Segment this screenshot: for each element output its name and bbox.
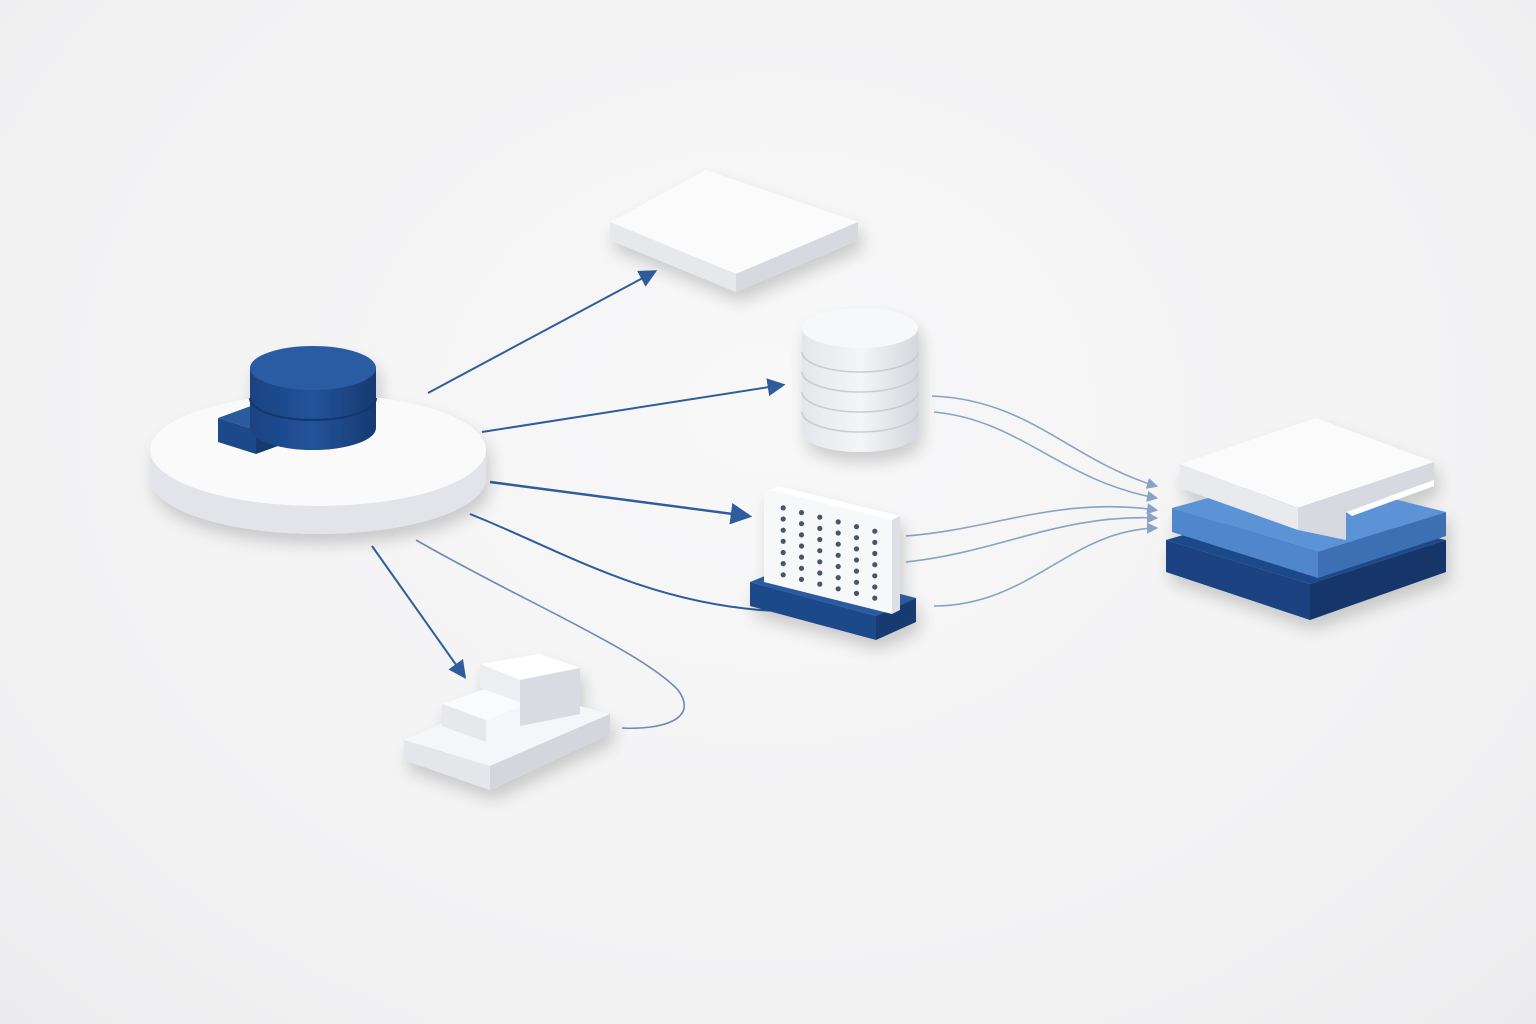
flow-filter-to-stack-1 (905, 503, 1159, 537)
perforation-dot (853, 557, 860, 563)
perforation-dot (798, 543, 805, 549)
perforation-dot (798, 554, 805, 560)
perforation-dot (872, 528, 878, 534)
database-cylinder-icon (801, 308, 919, 452)
perforation-dot (780, 549, 786, 556)
arrow-hub-to-steps (371, 545, 467, 679)
perforation-dot (872, 539, 878, 546)
perforation-dot (798, 576, 805, 583)
perforation-dot (853, 524, 860, 530)
perforation-dot (798, 532, 805, 538)
filter-perforations (780, 505, 878, 601)
perforation-dot (835, 530, 841, 536)
perforation-dot (835, 586, 841, 592)
perforation-dot (780, 516, 786, 522)
layered-stack-icon (1166, 418, 1446, 620)
perforation-dot (817, 525, 823, 532)
perforation-dot (798, 565, 805, 571)
perforation-dot (817, 548, 823, 554)
steps-block-icon (404, 654, 610, 790)
perforation-dot (817, 536, 823, 543)
curve-hub-to-steps (415, 539, 686, 730)
perforation-dot (872, 595, 878, 601)
perforation-dot (835, 519, 841, 525)
flow-filter-to-stack-3 (933, 522, 1159, 607)
stack-layer-white (1180, 418, 1434, 540)
perforation-dot (853, 590, 860, 597)
perforation-dot (853, 568, 860, 574)
perforation-dot (835, 563, 841, 570)
source-hub (150, 346, 486, 534)
curve-hub-to-filter-base (469, 513, 791, 612)
flow-disks-to-stack-2 (933, 411, 1159, 502)
edges (371, 270, 1159, 730)
perforation-dot (853, 535, 860, 541)
perforation-dot (872, 573, 878, 579)
database-on-platform-icon (249, 346, 377, 450)
perforation-dot (853, 579, 860, 585)
arrow-hub-to-panel (427, 270, 658, 394)
perforation-dot (780, 527, 786, 533)
perforation-dot (798, 509, 805, 516)
perforation-dot (835, 552, 841, 558)
square-slab-icon (610, 170, 858, 292)
perforation-dot (780, 572, 786, 578)
filter-grid-icon (750, 486, 916, 640)
perforation-dot (835, 541, 841, 547)
perforation-dot (853, 546, 860, 552)
perforation-dot (872, 562, 878, 568)
perforated-filter (750, 486, 916, 640)
perforation-dot (780, 505, 786, 511)
perforation-dot (817, 559, 823, 565)
perforation-dot (835, 575, 841, 581)
perforation-dot (872, 550, 878, 557)
flow-filter-to-stack-2 (905, 512, 1159, 563)
flat-panel (610, 170, 858, 292)
perforation-dot (780, 561, 786, 567)
flow-disks-to-stack-1 (931, 395, 1159, 489)
perforation-dot (872, 584, 878, 590)
perforation-dot (780, 538, 786, 544)
layer-stack (1166, 418, 1446, 620)
perforation-dot (798, 521, 805, 527)
step-block (404, 654, 610, 790)
arrow-hub-to-disks (481, 378, 786, 433)
arrow-hub-to-filter (489, 480, 753, 525)
perforation-dot (817, 570, 823, 576)
perforation-dot (817, 581, 823, 587)
disk-stack (801, 308, 919, 452)
perforation-dot (817, 514, 823, 520)
